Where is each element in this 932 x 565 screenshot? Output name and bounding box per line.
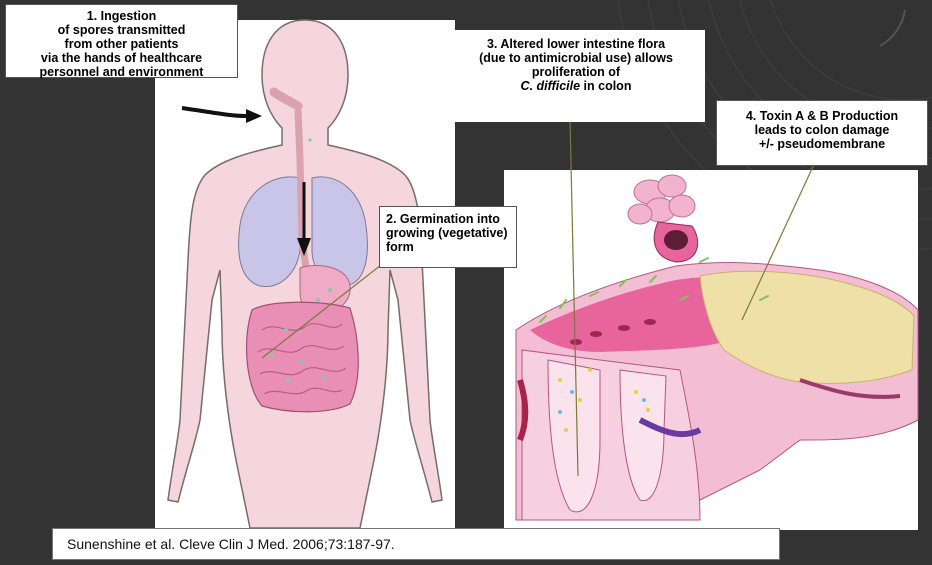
ingestion-callout: 1. Ingestion of spores transmitted from …: [5, 4, 238, 78]
flora-callout: 3. Altered lower intestine flora (due to…: [447, 30, 705, 122]
ingestion-line-2: of spores transmitted: [6, 23, 237, 37]
flora-line-1: 3. Altered lower intestine flora: [447, 37, 705, 51]
flora-line-3: proliferation of: [447, 65, 705, 79]
ingestion-line-5: personnel and environment: [6, 65, 237, 79]
ingestion-line-3: from other patients: [6, 37, 237, 51]
citation-box: Sunenshine et al. Cleve Clin J Med. 2006…: [52, 528, 780, 560]
germination-line-3: form: [386, 240, 516, 254]
citation-text: Sunenshine et al. Cleve Clin J Med. 2006…: [67, 536, 395, 552]
ingestion-line-1: 1. Ingestion: [6, 9, 237, 23]
germination-callout: 2. Germination into growing (vegetative)…: [379, 206, 517, 268]
ingestion-line-4: via the hands of healthcare: [6, 51, 237, 65]
toxin-callout: 4. Toxin A & B Production leads to colon…: [716, 100, 928, 166]
species-name: C. difficile: [521, 79, 581, 93]
toxin-line-2: leads to colon damage: [717, 123, 927, 137]
toxin-line-1: 4. Toxin A & B Production: [717, 109, 927, 123]
toxin-line-3: +/- pseudomembrane: [717, 137, 927, 151]
flora-line-4: C. difficile in colon: [447, 79, 705, 93]
germination-line-1: 2. Germination into: [386, 212, 516, 226]
species-suffix: in colon: [580, 79, 631, 93]
germination-line-2: growing (vegetative): [386, 226, 516, 240]
colon-lumen-opening: [664, 230, 688, 250]
flora-line-2: (due to antimicrobial use) allows: [447, 51, 705, 65]
